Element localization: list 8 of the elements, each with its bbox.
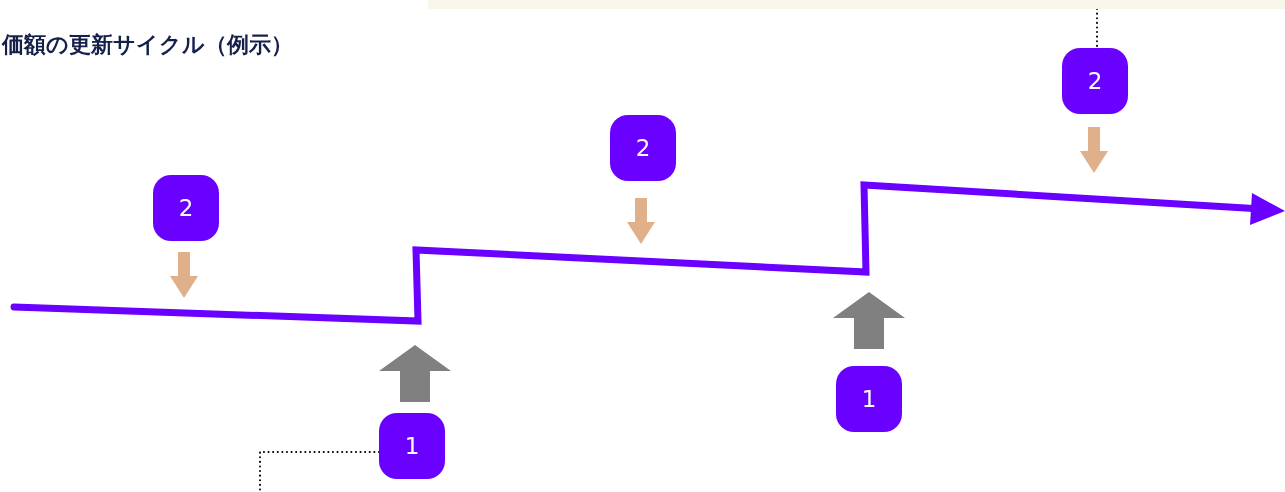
leader-line [1096,8,1098,49]
number-badge: 2 [610,115,676,181]
number-badge: 2 [153,175,219,241]
diagram-title: 価額の更新サイクル（例示） [2,31,293,59]
panel-background [428,0,1285,9]
number-badge: 1 [379,413,445,479]
number-badge: 1 [836,366,902,432]
number-badge: 2 [1062,48,1128,114]
